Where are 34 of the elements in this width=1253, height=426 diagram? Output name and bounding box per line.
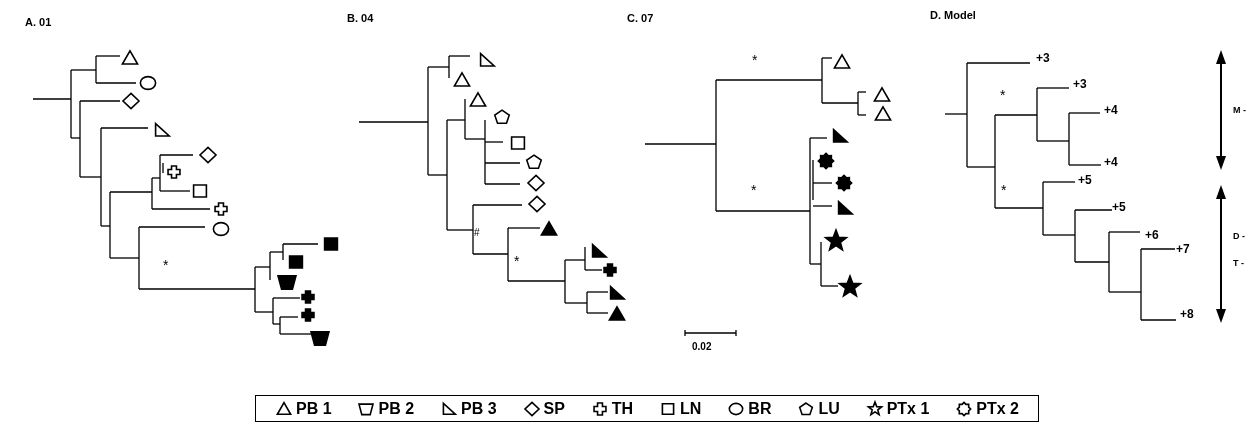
side-label: M -	[1233, 105, 1246, 115]
side-label: T -	[1233, 258, 1244, 268]
legend-label: LN	[680, 399, 702, 418]
side-label: D -	[1233, 231, 1245, 241]
tip-label: +3	[1073, 78, 1087, 90]
tip-label: +5	[1112, 201, 1126, 213]
asterisk: *	[163, 258, 169, 272]
legend-label: BR	[748, 399, 772, 418]
legend-label: PTx 1	[886, 399, 930, 418]
legend-label: PB 2	[378, 399, 415, 418]
legend-label: TH	[611, 399, 634, 418]
legend-label: PB 3	[461, 399, 497, 418]
asterisk: *	[1000, 88, 1006, 102]
tip-label: +3	[1036, 52, 1050, 64]
panel-title: D. Model	[930, 9, 976, 21]
asterisk: *	[1001, 183, 1007, 197]
tip-label: +8	[1180, 308, 1194, 320]
tip-label: +4	[1104, 104, 1118, 116]
panel-title: A. 01	[25, 16, 52, 28]
tip-label: +6	[1145, 229, 1159, 241]
tip-label: +5	[1078, 174, 1092, 186]
asterisk: *	[752, 53, 758, 67]
legend-label: LU	[818, 399, 840, 418]
hash-mark: #	[474, 228, 480, 238]
legend-label: SP	[543, 399, 565, 418]
panel-title: B. 04	[347, 12, 374, 24]
asterisk: *	[751, 183, 757, 197]
scale-label: 0.02	[692, 342, 712, 352]
tip-label: +4	[1104, 156, 1118, 168]
tip-label: +7	[1176, 243, 1190, 255]
legend-label: PB 1	[295, 399, 332, 418]
legend-label: PTx 2	[976, 399, 1019, 418]
panel-title: C. 07	[627, 12, 654, 24]
asterisk: *	[514, 254, 520, 268]
